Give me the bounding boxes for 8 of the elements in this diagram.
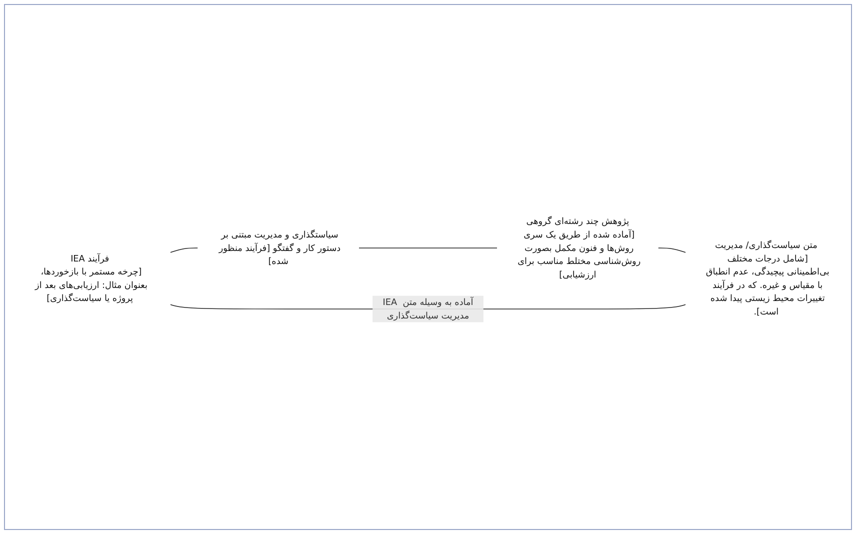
node-text: پژوهش چند رشته‌ای گروهی [آماده شده از طریق یک سری روش‌ها و فنون مکمل بصورت روش‌شناسی مختلط مناسب برای ارزشیابی] — [518, 216, 641, 280]
edge-label: IEA آماده به وسیله متن مدیریت سیاست‌گذاری — [382, 297, 474, 322]
node-text: فرآیند IEA [چرخه مستمر با بازخوردها، بعنوان مثال: ارزیابی‌های بعد از پروژه یا سیاست‌گذاری] — [35, 253, 148, 304]
node-text: سیاستگذاری و مدیریت مبتنی بر دستور کار و گفتگو [فرآیند منظور شده] — [218, 230, 341, 267]
connector — [358, 248, 498, 249]
connector — [170, 248, 198, 254]
connector — [658, 248, 686, 254]
node-text: متن سیاست‌گذاری/ مدیریت [شامل درجات مختلف بی‌اطمینانی پیچیدگی، عدم انطباق با مقیاس و غیره. که در فرآیند تغییرات محیط زیستی پیدا شده است]. — [706, 240, 830, 318]
